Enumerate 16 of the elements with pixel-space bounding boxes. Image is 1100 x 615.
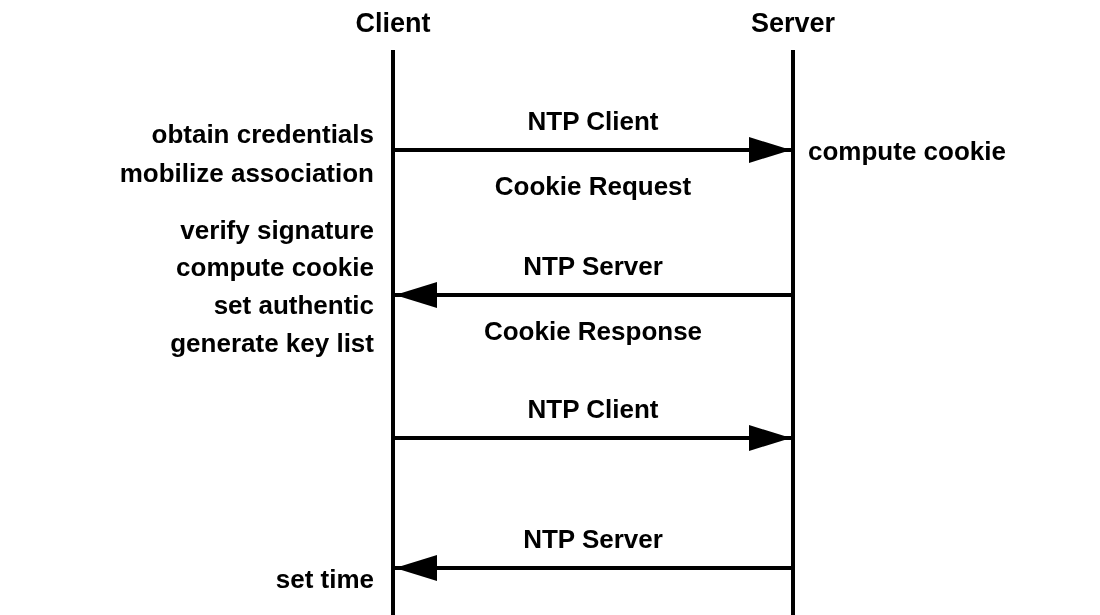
action-note: compute cookie <box>808 135 1006 167</box>
arrow <box>395 425 791 451</box>
arrow <box>395 555 791 581</box>
action-note: mobilize association <box>119 157 374 189</box>
arrow <box>395 137 791 163</box>
action-note: compute cookie <box>176 251 374 283</box>
message-name: Cookie Request <box>494 170 692 202</box>
action-note: verify signature <box>180 214 374 246</box>
arrow <box>395 282 791 308</box>
action-note: obtain credentials <box>151 118 374 150</box>
action-note: set time <box>275 563 374 595</box>
lifeline-heading: Server <box>750 7 836 40</box>
action-note: generate key list <box>170 327 374 359</box>
lifeline-heading: Client <box>355 7 431 40</box>
message-name: Cookie Response <box>483 315 703 347</box>
action-note: set authentic <box>213 289 374 321</box>
